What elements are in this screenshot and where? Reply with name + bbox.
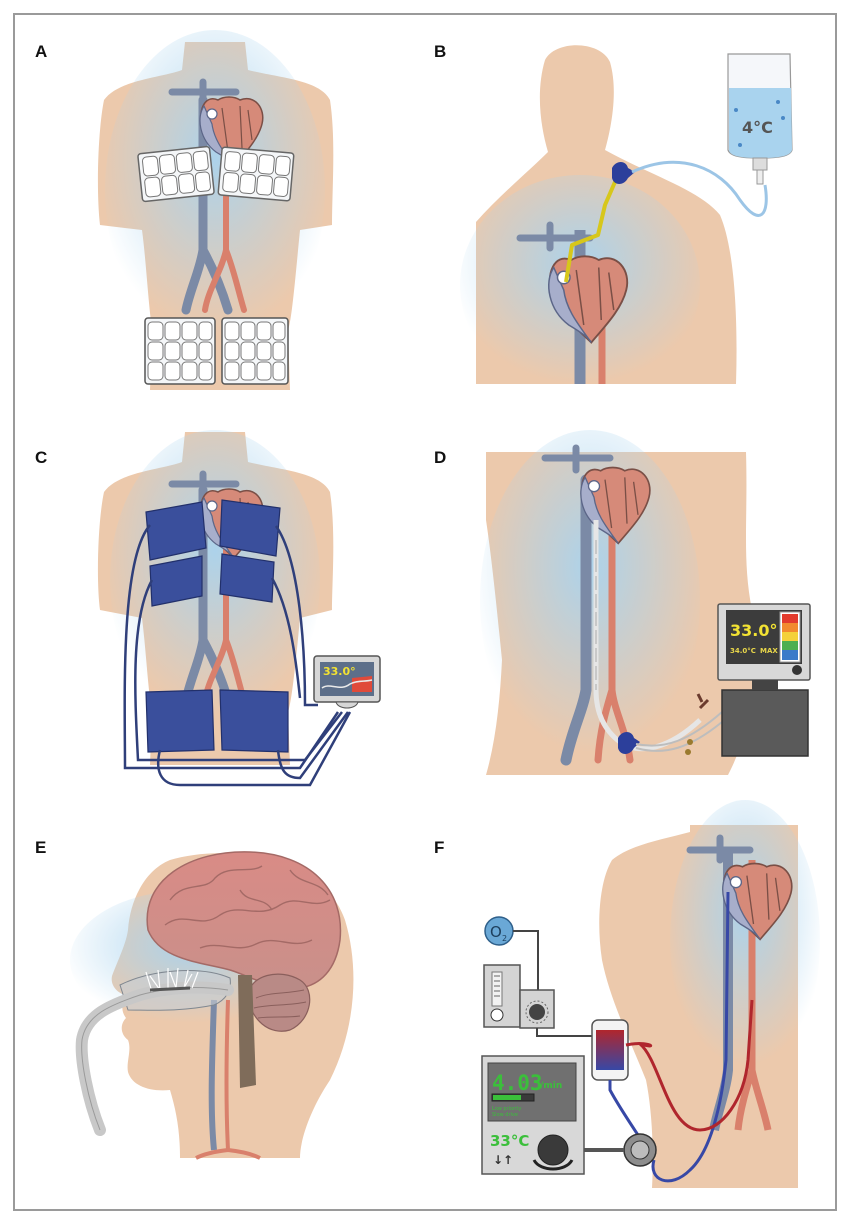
panel-d: D 33.0° 34.0°C MAX	[434, 430, 811, 775]
panel-a-ice-pack-right	[217, 146, 295, 202]
panel-c-monitor: 33.0°	[313, 655, 381, 709]
panel-c: C 33.0°	[35, 430, 381, 787]
panel-f-arterial-cannula	[638, 999, 754, 1132]
panel-f-flow-value: 4.03	[492, 1071, 543, 1095]
panel-c-cables	[123, 524, 352, 787]
panel-e: E	[35, 838, 354, 1160]
panel-f-label: F	[434, 838, 444, 857]
panel-d-monitor-temp: 33.0°	[730, 621, 777, 640]
panel-d-label: D	[434, 448, 446, 467]
panel-d-monitor: 33.0° 34.0°C MAX	[717, 603, 811, 690]
panel-f-temp-arrows: ↓↑	[493, 1153, 513, 1167]
panel-f-flow-line1: Low priority	[492, 1106, 522, 1112]
panel-f-flow-unit: l/min	[537, 1081, 562, 1091]
panel-b-bag-temp: 4°C	[742, 118, 773, 137]
panel-a-ice-pack-right-leg	[221, 317, 289, 385]
panel-f: F O 2	[434, 800, 820, 1188]
panel-a: A	[35, 30, 334, 390]
panel-f-temp: 33°C	[490, 1132, 529, 1150]
panel-c-cold-glow	[110, 430, 320, 730]
panel-b-catheter	[564, 174, 620, 283]
panel-b: B 4°C	[434, 42, 793, 395]
panel-d-connector-icon	[618, 732, 640, 754]
panel-b-connector-icon	[612, 162, 635, 184]
panel-f-centrifugal-pump	[584, 1133, 657, 1167]
panel-f-venous-cannula	[651, 891, 730, 1183]
panel-a-ice-pack-left	[137, 145, 215, 203]
panel-a-cold-glow	[105, 30, 325, 350]
panel-f-oxygen: O 2	[484, 916, 539, 992]
panel-b-saline-bag: 4°C	[727, 53, 793, 185]
panel-f-cold-glow	[670, 800, 820, 1080]
panel-f-gas-blender	[483, 964, 595, 1037]
panel-e-label: E	[35, 838, 46, 857]
panel-a-ice-pack-left-leg	[144, 317, 216, 385]
panel-e-spray	[145, 967, 199, 993]
panel-c-monitor-temp: 33.0°	[323, 665, 356, 678]
panel-c-cooling-pads	[145, 499, 289, 753]
panel-f-o2-label: O	[490, 923, 502, 941]
panel-e-brainstem	[238, 975, 256, 1088]
panel-c-label: C	[35, 448, 47, 467]
panel-f-flow-line2: Slow drive	[492, 1112, 518, 1118]
panel-b-label: B	[434, 42, 446, 61]
panel-a-label: A	[35, 42, 47, 61]
panel-f-oxygenator	[591, 1019, 653, 1139]
panel-f-o2-subscript: 2	[502, 934, 507, 943]
panel-a-artery	[202, 107, 247, 313]
panel-d-monitor-mode: MAX	[760, 647, 778, 655]
panel-d-console	[721, 689, 809, 757]
panel-f-ecmo-console: 4.03 l/min Low priority Slow drive 33°C …	[481, 1055, 585, 1175]
panel-b-iv-line	[631, 160, 768, 217]
panel-d-monitor-set: 34.0°C	[730, 647, 756, 655]
